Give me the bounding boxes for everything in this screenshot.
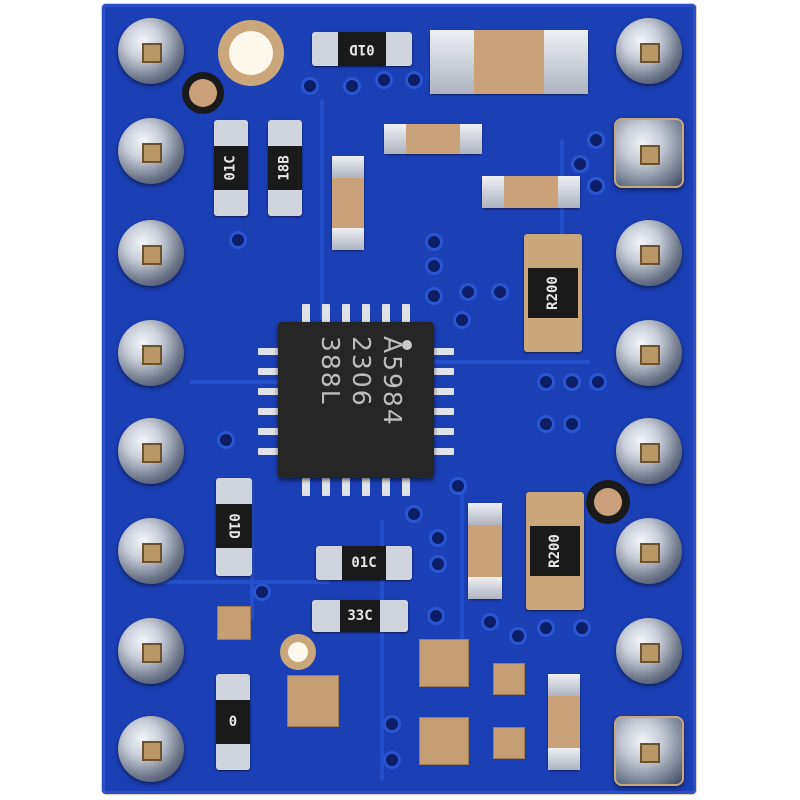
- copper-pad: [288, 676, 338, 726]
- via: [378, 74, 390, 86]
- capacitor: [482, 176, 580, 208]
- via: [484, 616, 496, 628]
- header-pin: [616, 320, 682, 386]
- via: [494, 286, 506, 298]
- via: [256, 586, 268, 598]
- via: [428, 236, 440, 248]
- header-pin: [118, 618, 184, 684]
- capacitor: [384, 124, 482, 154]
- via: [456, 314, 468, 326]
- resistor: 01D: [216, 478, 252, 576]
- driver-ic: A5984 2306 388L: [278, 322, 434, 478]
- copper-pad: [420, 718, 468, 764]
- via: [232, 234, 244, 246]
- via: [590, 134, 602, 146]
- trace: [150, 580, 330, 584]
- header-pin: [118, 220, 184, 286]
- ic-marking: A5984 2306 388L: [316, 336, 407, 427]
- via: [430, 610, 442, 622]
- capacitor: [548, 674, 580, 770]
- via: [408, 74, 420, 86]
- resistor: 01D: [312, 32, 412, 66]
- copper-pad: [420, 640, 468, 686]
- via: [220, 434, 232, 446]
- via: [512, 630, 524, 642]
- via: [592, 376, 604, 388]
- header-pin: [118, 716, 184, 782]
- via: [432, 532, 444, 544]
- trace: [560, 140, 564, 320]
- test-pad: [182, 72, 224, 114]
- via: [428, 260, 440, 272]
- via-hole: [280, 634, 316, 670]
- via: [462, 286, 474, 298]
- current-sense-resistor: R200: [524, 234, 582, 352]
- via: [590, 180, 602, 192]
- resistor: 01C: [316, 546, 412, 580]
- via: [386, 754, 398, 766]
- via: [428, 290, 440, 302]
- mounting-hole: [218, 20, 284, 86]
- copper-pad: [494, 664, 524, 694]
- trace: [250, 480, 254, 620]
- header-pin: [616, 418, 682, 484]
- via: [566, 418, 578, 430]
- via: [574, 158, 586, 170]
- header-pin: [616, 518, 682, 584]
- capacitor: [430, 30, 588, 94]
- via: [540, 418, 552, 430]
- via: [346, 80, 358, 92]
- copper-pad: [218, 607, 250, 639]
- header-pin: [118, 518, 184, 584]
- header-pin: [118, 320, 184, 386]
- header-pin: [118, 418, 184, 484]
- resistor: 0: [216, 674, 250, 770]
- header-pin: [118, 18, 184, 84]
- header-pin: [118, 118, 184, 184]
- resistor: 01C: [214, 120, 248, 216]
- resistor: 18B: [268, 120, 302, 216]
- capacitor: [332, 156, 364, 250]
- trace: [380, 520, 384, 780]
- test-pad: [586, 480, 630, 524]
- via: [386, 718, 398, 730]
- resistor: 33C: [312, 600, 408, 632]
- copper-pad: [494, 728, 524, 758]
- header-pin: [614, 118, 684, 188]
- header-pin: [614, 716, 684, 786]
- via: [408, 508, 420, 520]
- via: [540, 376, 552, 388]
- trace: [190, 380, 280, 384]
- via: [432, 558, 444, 570]
- header-pin: [616, 220, 682, 286]
- via: [540, 622, 552, 634]
- via: [452, 480, 464, 492]
- pin1-marker: [402, 340, 412, 350]
- via: [576, 622, 588, 634]
- current-sense-resistor: R200: [526, 492, 584, 610]
- trace: [320, 100, 324, 320]
- via: [566, 376, 578, 388]
- header-pin: [616, 618, 682, 684]
- capacitor: [468, 503, 502, 599]
- via: [304, 80, 316, 92]
- trace: [460, 480, 464, 680]
- header-pin: [616, 18, 682, 84]
- trace: [430, 360, 590, 364]
